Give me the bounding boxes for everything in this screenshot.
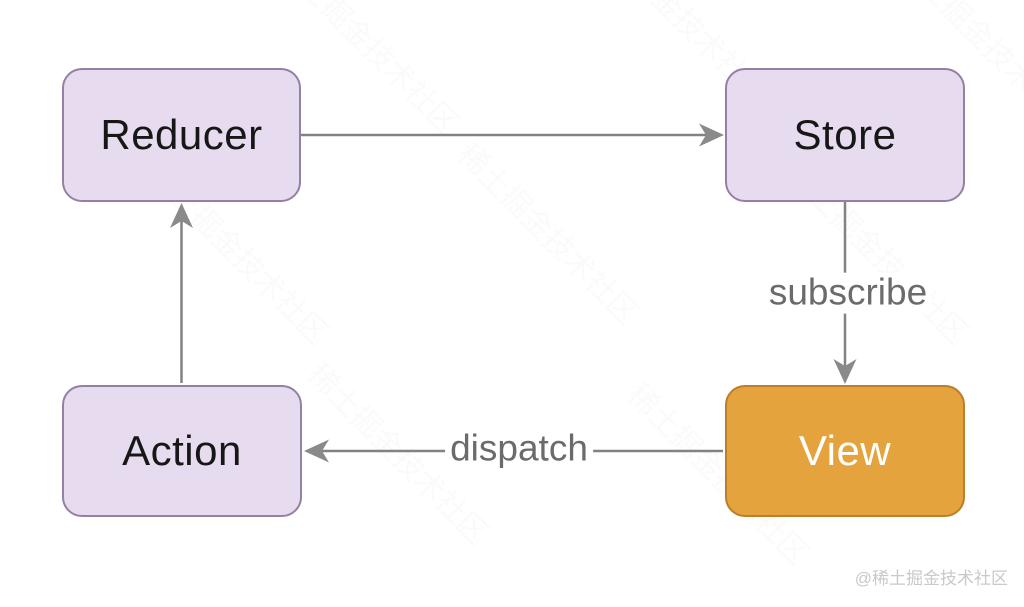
arrowhead-down-icon: [833, 359, 857, 384]
node-action-label: Action: [122, 427, 242, 474]
edge-label-subscribe: subscribe: [763, 272, 933, 314]
arrowhead-right-icon: [699, 123, 724, 147]
node-view-label: View: [798, 427, 892, 474]
edge-label-dispatch: dispatch: [445, 428, 593, 470]
node-action: Action: [62, 385, 302, 517]
node-reducer: Reducer: [62, 68, 301, 202]
node-store-label: Store: [793, 111, 897, 158]
arrowhead-up-icon: [170, 203, 193, 228]
node-reducer-label: Reducer: [100, 111, 263, 158]
node-store: Store: [725, 68, 965, 202]
corner-watermark: @稀土掘金技术社区: [854, 569, 1008, 588]
node-view: View: [725, 385, 965, 517]
arrowhead-left-icon: [304, 439, 329, 463]
